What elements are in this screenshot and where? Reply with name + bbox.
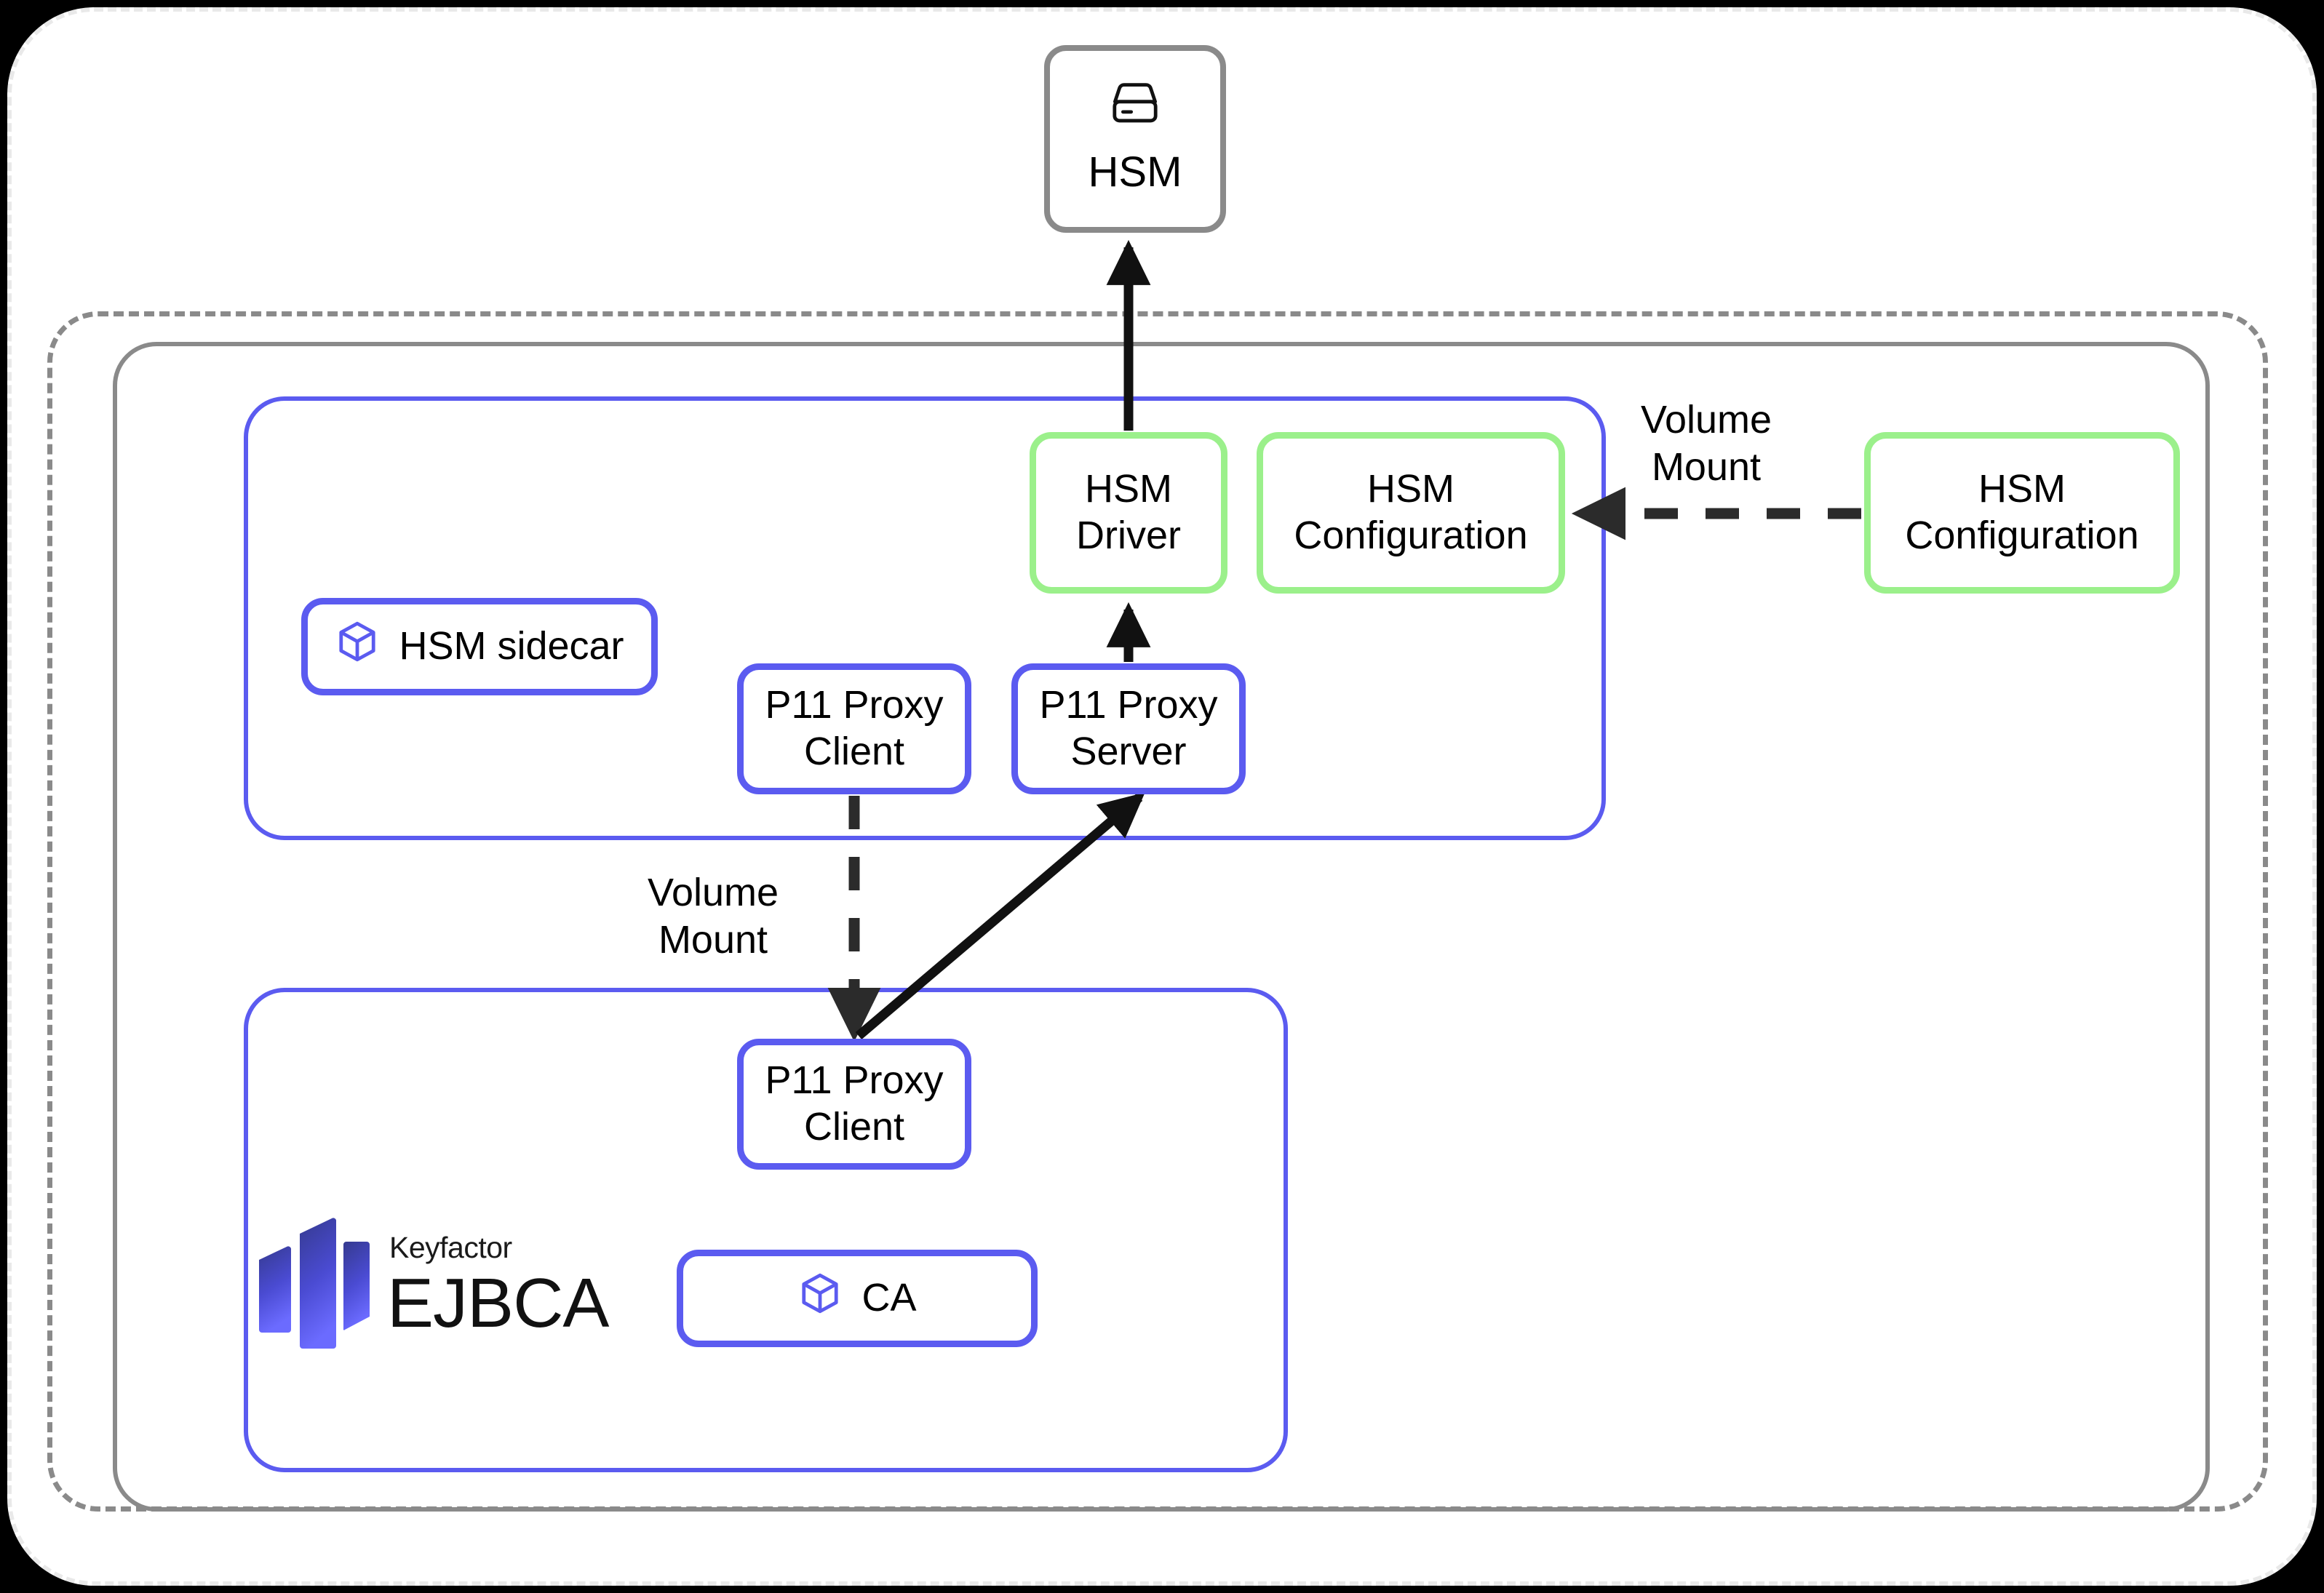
cube-icon — [797, 1271, 843, 1327]
node-hsm-label: HSM — [1088, 148, 1182, 196]
node-hsm-configuration-inner-label: HSM Configuration — [1294, 467, 1528, 557]
node-p11-proxy-client-ejbca-label: P11 Proxy Client — [765, 1058, 944, 1149]
keyfactor-bars-logo-icon — [259, 1218, 370, 1349]
node-hsm-driver-label: HSM Driver — [1076, 467, 1181, 557]
node-hsm-configuration-inner[interactable]: HSM Configuration — [1257, 432, 1565, 594]
node-p11-proxy-client-sidecar-label: P11 Proxy Client — [765, 683, 944, 773]
group-ejbca — [244, 988, 1288, 1472]
node-hsm[interactable]: HSM — [1044, 45, 1226, 233]
keyfactor-ejbca-wordmark: Keyfactor EJBCA — [387, 1230, 609, 1342]
keyfactor-ejbca-logo: Keyfactor EJBCA — [255, 1202, 618, 1369]
node-hsm-sidecar-label: HSM sidecar — [399, 624, 624, 668]
logo-brand-label: Keyfactor — [389, 1230, 512, 1264]
node-hsm-driver[interactable]: HSM Driver — [1030, 432, 1227, 594]
edge-label-volume-mount-right: Volume Mount — [1640, 398, 1772, 489]
node-hsm-configuration-outer[interactable]: HSM Configuration — [1864, 432, 2180, 594]
cube-icon — [335, 619, 380, 675]
node-p11-proxy-server-label: P11 Proxy Server — [1039, 683, 1218, 773]
node-hsm-sidecar[interactable]: HSM sidecar — [301, 598, 658, 695]
node-ca[interactable]: CA — [677, 1250, 1038, 1347]
node-p11-proxy-server[interactable]: P11 Proxy Server — [1011, 663, 1246, 794]
edge-label-volume-mount-middle: Volume Mount — [647, 871, 779, 962]
node-p11-proxy-client-ejbca[interactable]: P11 Proxy Client — [737, 1039, 971, 1170]
logo-product-label: EJBCA — [387, 1263, 609, 1342]
solid-zone-boundary — [113, 342, 2210, 1512]
hard-drive-icon — [1107, 81, 1163, 137]
outer-card-boundary — [7, 7, 2317, 1586]
node-p11-proxy-client-sidecar[interactable]: P11 Proxy Client — [737, 663, 971, 794]
node-hsm-configuration-outer-label: HSM Configuration — [1905, 467, 2139, 557]
node-ca-label: CA — [861, 1276, 917, 1320]
